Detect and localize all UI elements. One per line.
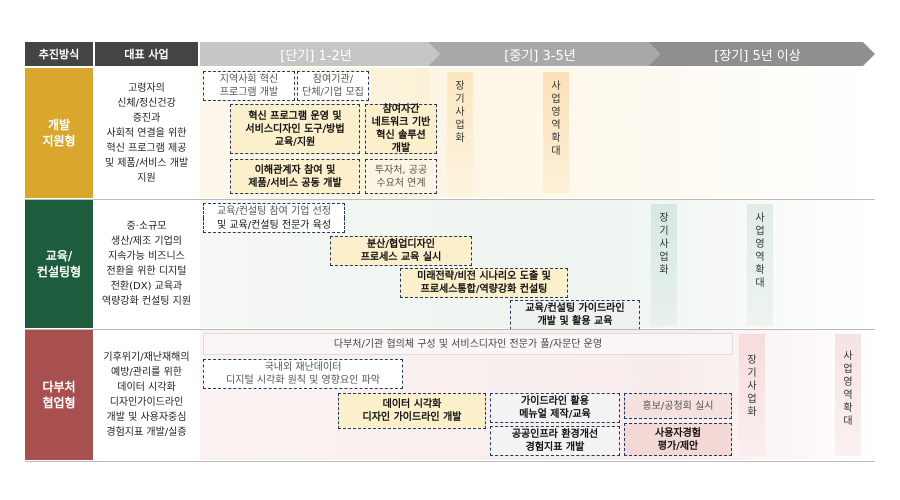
box-multi-visualization-guide: 데이터 시각화 디자인 가이드라인 개발 xyxy=(338,393,486,429)
box-multi-ux-evaluation: 사용자경험 평가/제안 xyxy=(624,423,732,456)
dev-business-expansion: 사 업 영 역 확 대 xyxy=(543,72,569,194)
box-dev-investor-link: 투자처, 공공 수요처 연계 xyxy=(365,159,437,194)
box-edu-vision-consulting: 미래전략/비전 시나리오 도출 및 프로세스통합/역량강화 컨설팅 xyxy=(400,268,568,298)
box-multi-disaster-data: 국내외 재난데이터 디지털 시각화 원칙 및 영향요인 파악 xyxy=(203,359,403,389)
header-method: 추진방식 xyxy=(25,42,93,66)
box-edu-distributed-design: 분산/협업디자인 프로세스 교육 실시 xyxy=(330,236,472,266)
description-education: 중·소규모 생산/제조 기업의 지속가능 비즈니스 전환을 위한 디지털 전환(… xyxy=(101,221,192,307)
box-dev-local-program: 지역사회 혁신 프로그램 개발 xyxy=(203,71,295,101)
category-multiministry: 다부처 협업형 xyxy=(25,330,93,460)
box-multi-manual: 가이드라인 활용 메뉴얼 제작/교육 xyxy=(490,393,620,423)
category-education: 교육/ 컨설팅형 xyxy=(25,200,93,328)
box-dev-recruit: 참여기관/ 단체/기업 모집 xyxy=(297,71,369,101)
box-multi-infra-index: 공공인프라 환경개선 경험지표 개발 xyxy=(490,426,620,456)
row-divider-bottom xyxy=(25,461,875,462)
description-development: 고령자의 신체/정신건강 증진과 사회적 연결을 위한 혁신 프로그램 제공 및… xyxy=(104,82,189,184)
phase-short-label: [단기] 1-2년 xyxy=(280,48,352,64)
box-dev-network-solution: 참여자간 네트워크 기반 혁신 솔루션 개발 xyxy=(365,104,437,154)
timeline-arrows xyxy=(200,42,875,66)
multi-long-term-commercialization: 장 기 사 업 화 xyxy=(739,334,765,456)
box-edu-select-line2: 및 교육/컨설팅 전문가 육성 xyxy=(203,218,345,233)
dev-long-term-commercialization: 장 기 사 업 화 xyxy=(447,72,473,194)
box-multi-council: 다부처/기관 협의체 구성 및 서비스디자인 전문가 풀/자문단 운영 xyxy=(203,333,733,355)
phase-mid-label: [중기] 3-5년 xyxy=(504,48,576,64)
box-dev-codevelop: 이해관계자 참여 및 제품/서비스 공동 개발 xyxy=(230,159,360,194)
edu-long-term-commercialization: 장 기 사 업 화 xyxy=(651,204,677,326)
box-multi-pr-hearing: 홍보/공청회 실시 xyxy=(624,393,732,419)
multi-business-expansion: 사 업 영 역 확 대 xyxy=(835,334,861,456)
phase-long-label: [장기] 5년 이상 xyxy=(714,48,801,64)
box-dev-innovation-operation: 혁신 프로그램 운영 및 서비스디자인 도구/방법 교육/지원 xyxy=(230,104,360,154)
edu-business-expansion: 사 업 영 역 확 대 xyxy=(747,204,773,326)
row-divider-2 xyxy=(25,329,875,330)
header-representative: 대표 사업 xyxy=(95,42,198,66)
row-divider-1 xyxy=(25,199,875,200)
band-development-rest xyxy=(430,68,875,198)
box-edu-guideline: 교육/컨설팅 가이드라인 개발 및 활용 교육 xyxy=(510,300,640,330)
box-edu-select-line1: 교육/컨설팅 참여 기업 선정 xyxy=(203,203,345,218)
category-development: 개발 지원형 xyxy=(25,68,93,198)
description-multiministry: 기후위기/재난재해의 예방/관리를 위한 데이터 시각화 디자인가이드라인 개발… xyxy=(103,352,190,438)
